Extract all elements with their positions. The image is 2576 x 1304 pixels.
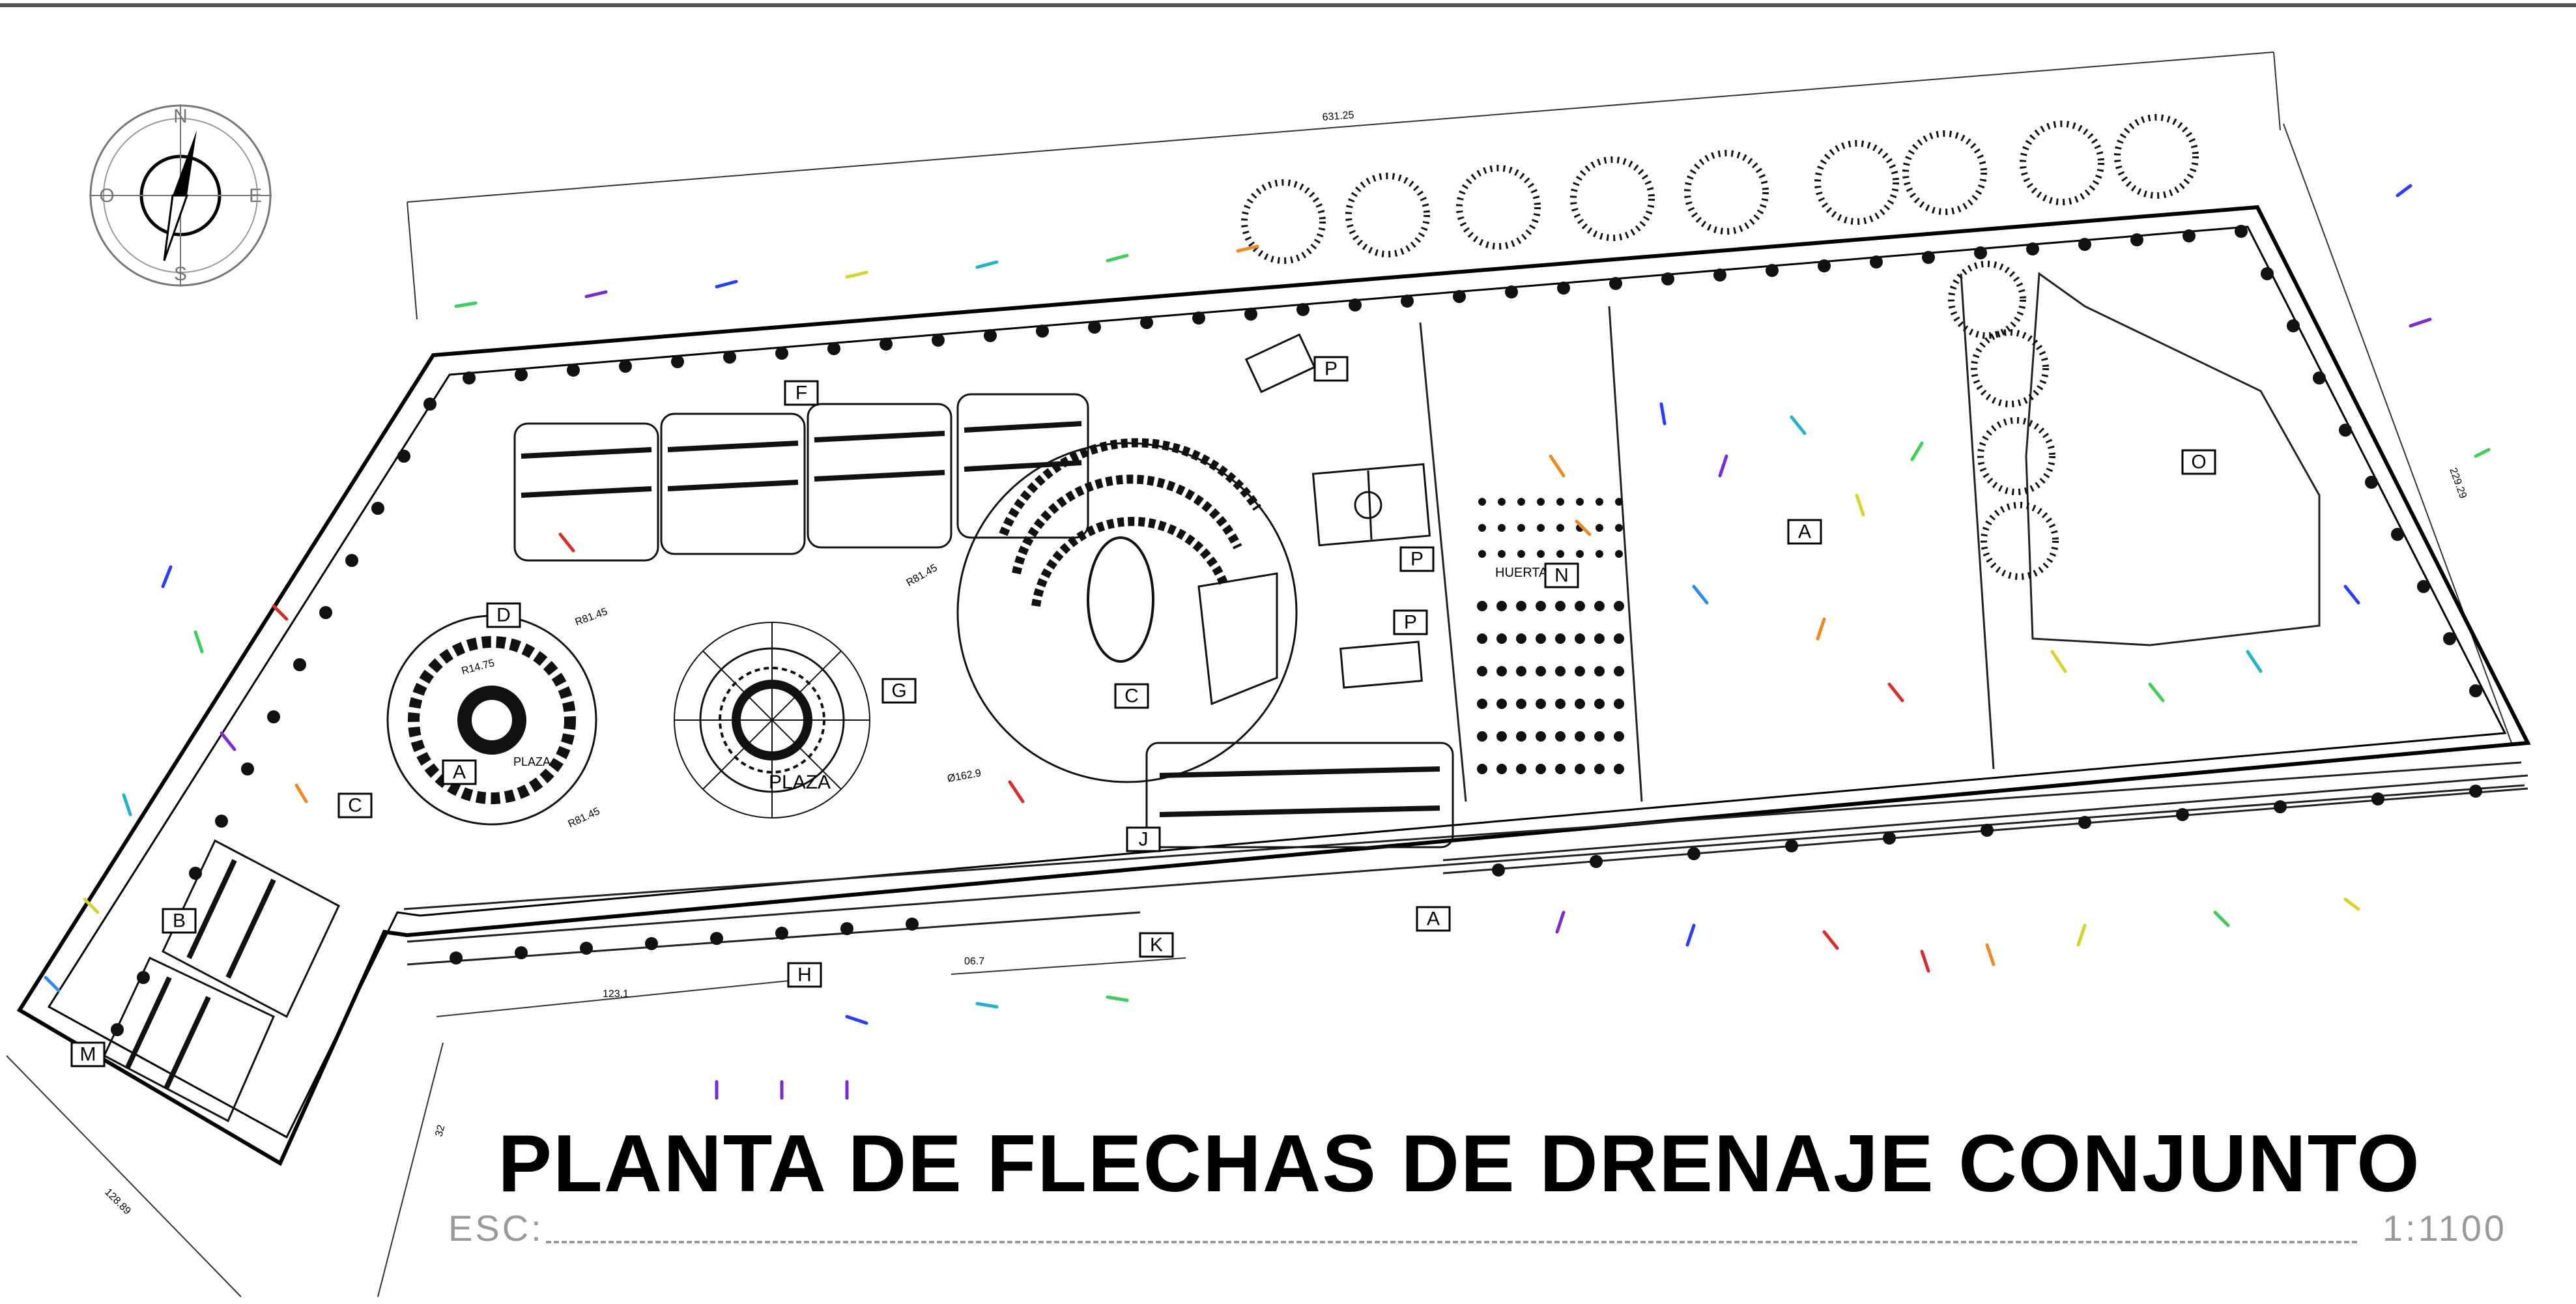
sector-dividers [1419, 272, 2321, 802]
zone-C1: C [348, 795, 362, 817]
scale-prefix: ESC: [448, 1208, 544, 1249]
tree-cluster-east [1948, 261, 2059, 580]
zone-K: K [1150, 935, 1163, 956]
plan-title: PLANTA DE FLECHAS DE DRENAJE CONJUNTO [498, 1119, 2421, 1209]
zone-label-boxes [70, 356, 2216, 1067]
dim-bottom-mid: 06.7 [964, 956, 984, 967]
label-huerta: HUERTA [1495, 566, 1548, 580]
amphitheater [956, 438, 1298, 783]
compass-south: S [174, 263, 187, 285]
zone-D: D [496, 605, 511, 626]
drainage-arrows [44, 184, 2491, 1100]
compass-west: O [99, 185, 114, 207]
sports-courts [1244, 333, 1431, 689]
scale-bar: ESC: 1:1100 [448, 1207, 2507, 1249]
tree-row-top [1241, 114, 2199, 264]
plaza-main [674, 622, 870, 819]
parking-south-center [1145, 742, 1454, 848]
dim-bottom-left: 123.1 [603, 989, 629, 1000]
scale-value: 1:1100 [2382, 1208, 2507, 1249]
zone-P1: P [1324, 358, 1338, 380]
parking-modules [513, 393, 1089, 562]
zone-A2: A [1427, 908, 1440, 930]
zone-B: B [173, 910, 186, 932]
dim-top-length: 631.25 [1322, 109, 1354, 123]
label-plaza-small: PLAZA [513, 755, 551, 768]
zone-M: M [80, 1044, 96, 1065]
label-plaza-main: PLAZA [769, 772, 831, 793]
palm-row [111, 225, 2482, 1036]
zone-H: H [797, 964, 812, 986]
dimension-lines [6, 51, 2512, 1297]
compass-north: N [173, 106, 188, 127]
zone-N: N [1554, 565, 1569, 587]
site-boundary [16, 205, 2531, 1166]
zone-C2: C [1124, 686, 1139, 707]
dim-vertical-small: 32 [433, 1123, 447, 1138]
zone-A3: A [1798, 521, 1811, 543]
zone-J: J [1139, 829, 1149, 850]
zone-O: O [2191, 452, 2206, 473]
scale-line [546, 1241, 2357, 1243]
parking-modules-south [103, 839, 340, 1123]
huerta-grid [1477, 498, 1624, 774]
zone-P3: P [1404, 612, 1417, 633]
zone-G: G [891, 680, 906, 702]
compass-east: E [249, 185, 262, 207]
internal-roads [403, 761, 2528, 966]
zone-A1: A [453, 762, 466, 783]
zone-P2: P [1410, 549, 1424, 570]
zone-F: F [795, 383, 807, 404]
compass-rose-icon: N S E O [89, 104, 272, 287]
